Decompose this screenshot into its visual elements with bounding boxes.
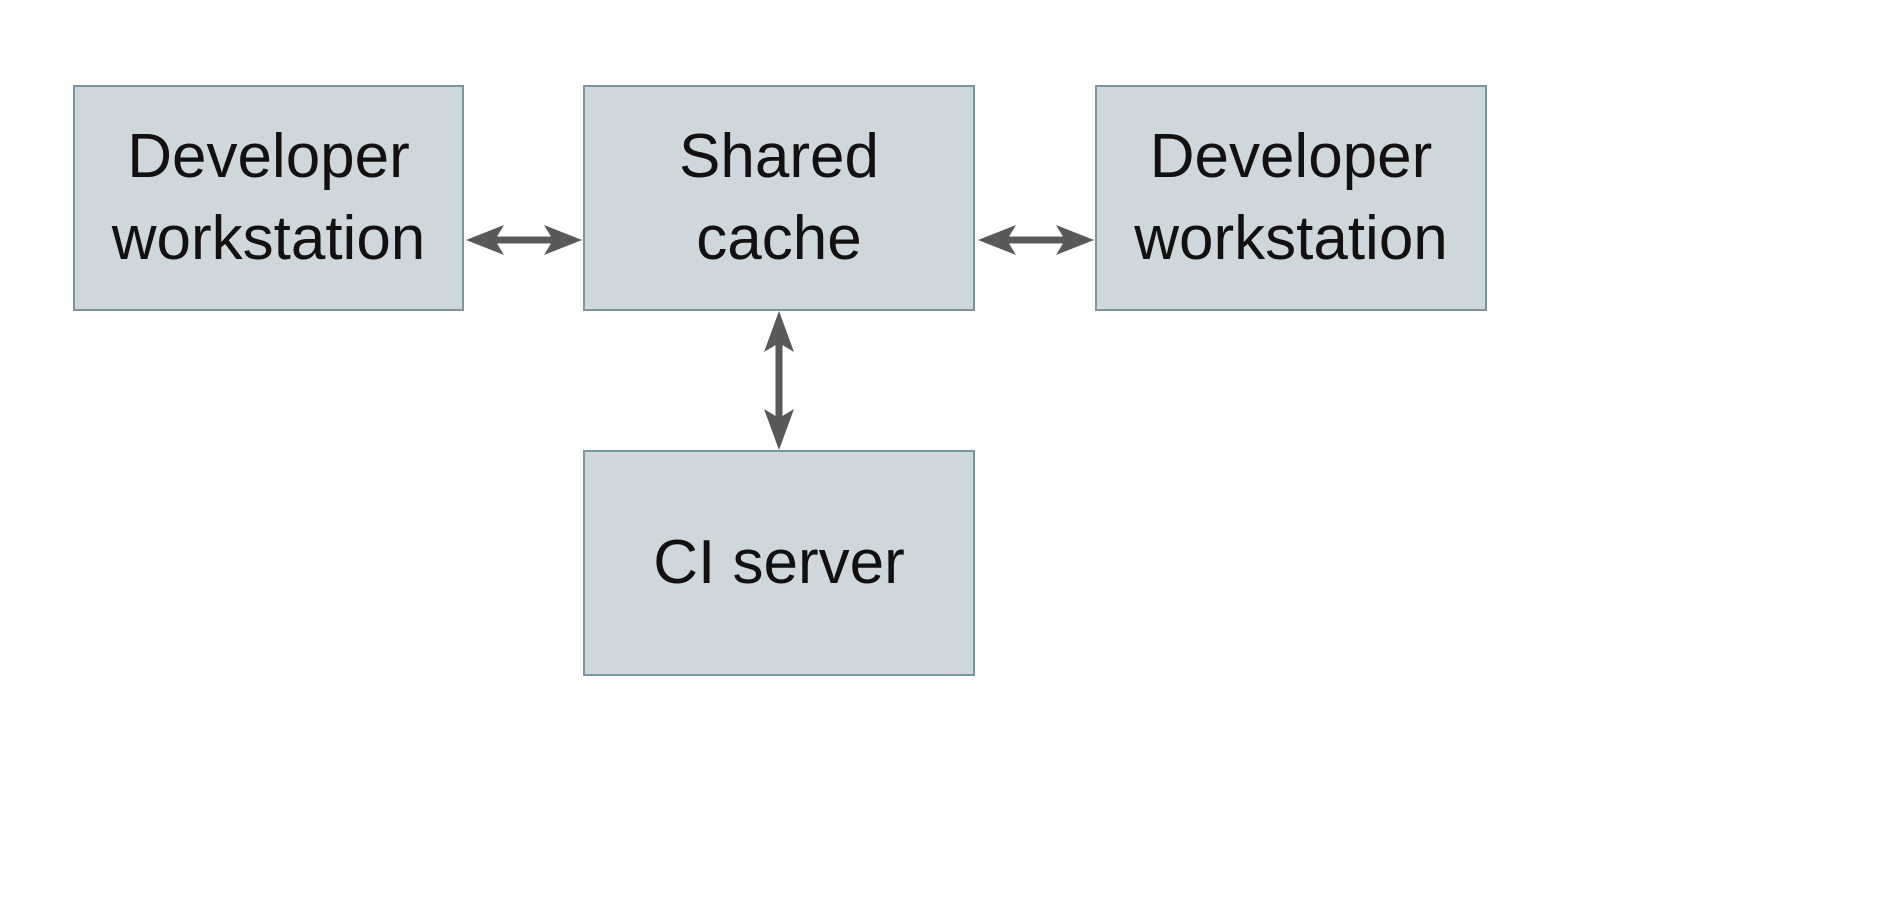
node-ci-server[interactable]: CI server <box>583 450 975 676</box>
node-label: CI server <box>653 528 905 598</box>
node-label: Developer workstation <box>1134 122 1448 273</box>
arrowhead-down-icon <box>764 409 794 450</box>
node-developer-workstation-right[interactable]: Developer workstation <box>1095 85 1487 311</box>
arrowhead-right-icon <box>544 225 582 255</box>
edge-cache-right-workstation <box>978 225 1094 255</box>
arrowhead-left-icon <box>978 225 1016 255</box>
node-label: Shared cache <box>679 122 879 273</box>
arrowhead-right-icon <box>1056 225 1094 255</box>
node-label: Developer workstation <box>111 122 426 273</box>
node-developer-workstation-left[interactable]: Developer workstation <box>73 85 464 311</box>
edge-cache-ci-server <box>764 311 794 450</box>
arrowhead-left-icon <box>466 225 504 255</box>
node-shared-cache[interactable]: Shared cache <box>583 85 975 311</box>
edge-left-workstation-cache <box>466 225 582 255</box>
arrowhead-up-icon <box>764 311 794 352</box>
